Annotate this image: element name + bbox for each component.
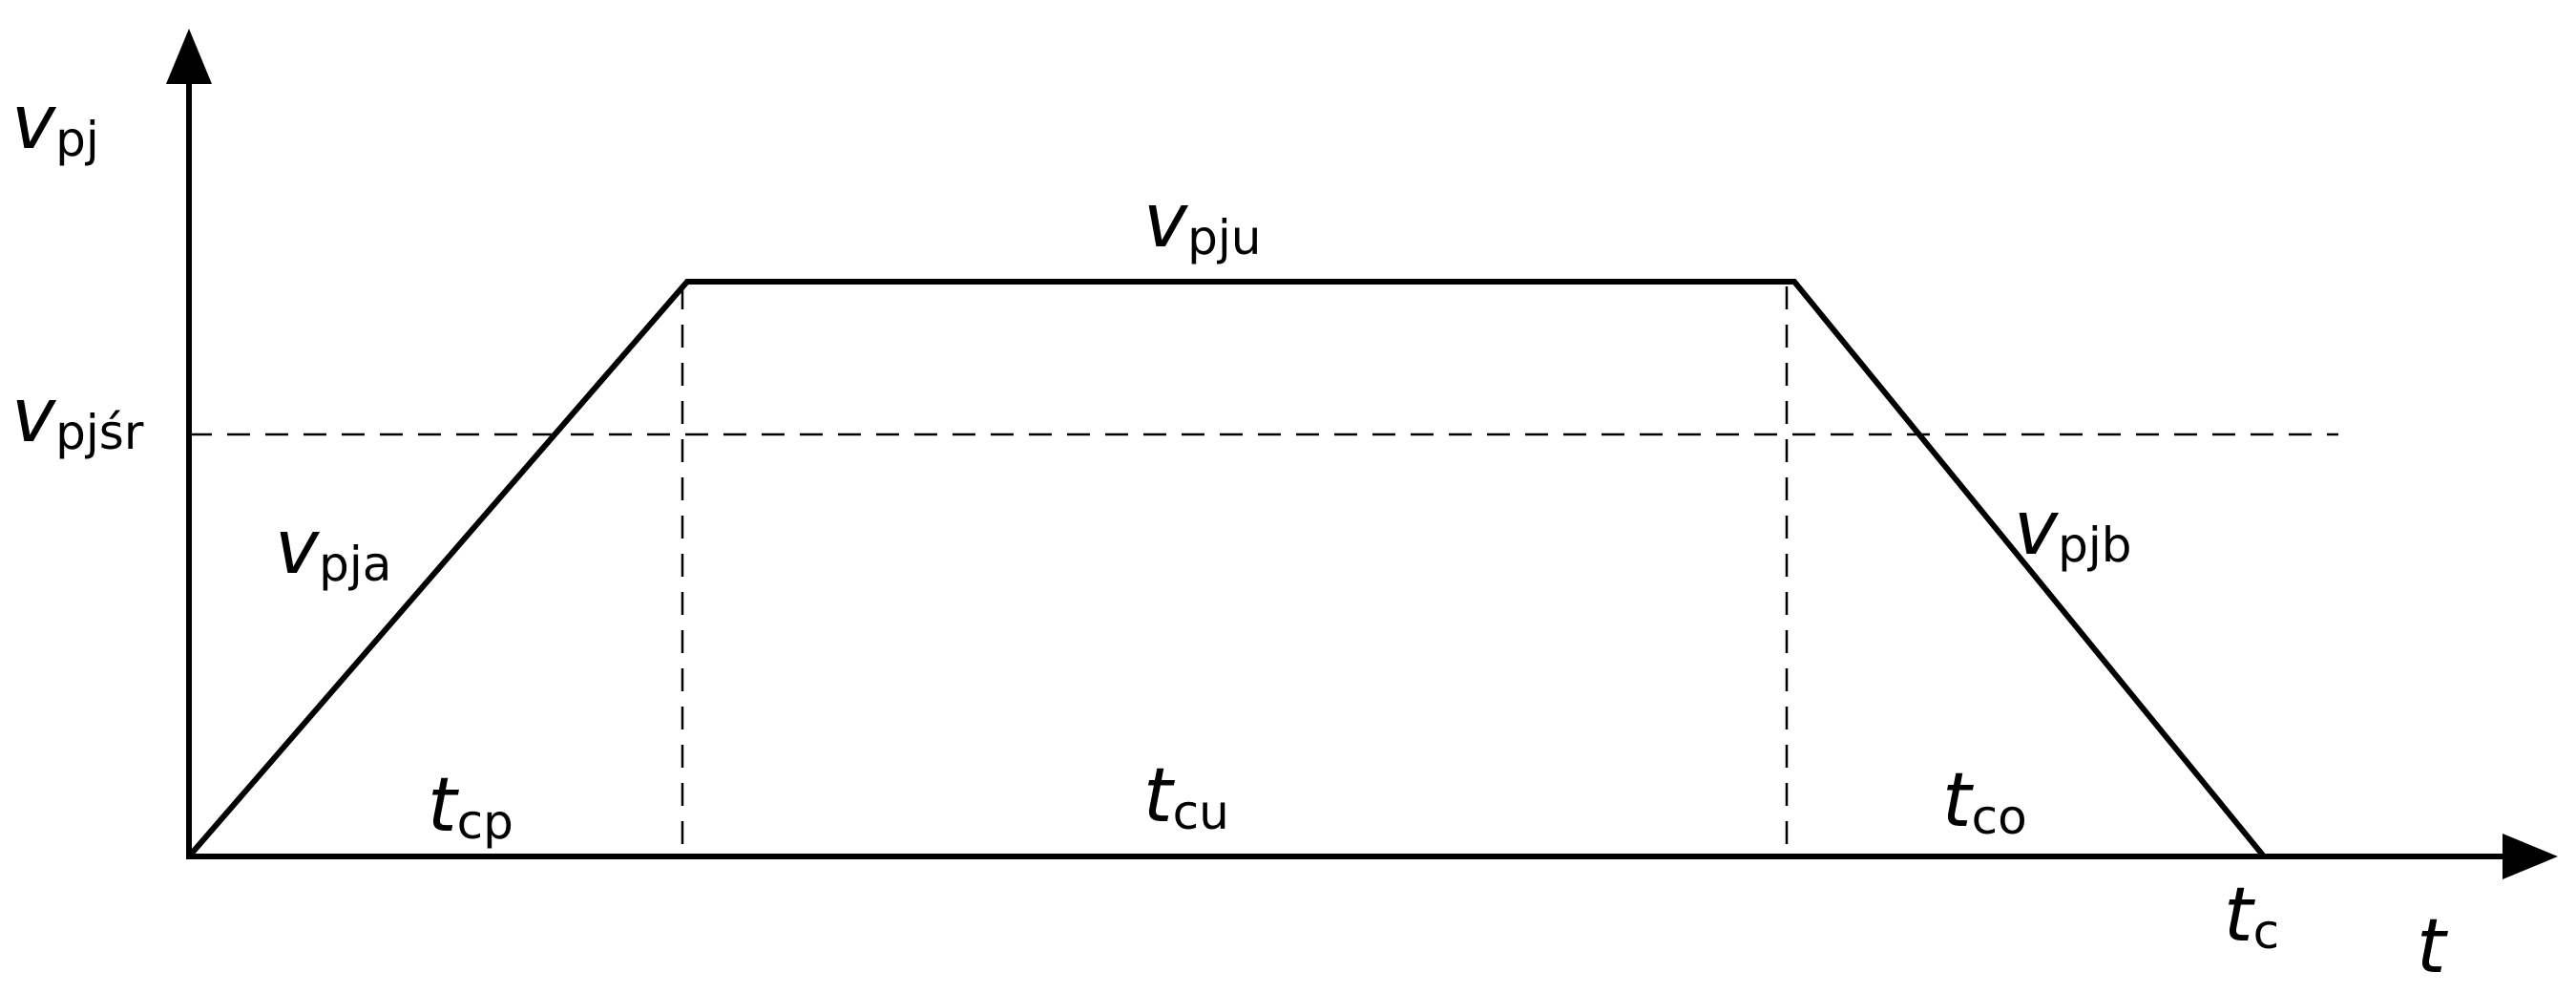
y-axis-label: vpj <box>11 80 99 167</box>
brake-speed-label: vpjb <box>2014 486 2132 573</box>
uniform-speed-label: vpju <box>1143 179 1262 265</box>
y-axis-arrow <box>166 29 212 84</box>
uniform-time-label: tcu <box>1143 753 1229 840</box>
total-time-label: tc <box>2224 873 2279 960</box>
x-axis-arrow <box>2503 834 2558 879</box>
avg-speed-label: vpjśr <box>11 373 144 460</box>
accel-speed-label: vpja <box>275 505 391 592</box>
brake-time-label: tco <box>1942 758 2027 845</box>
x-axis-label: t <box>2417 904 2448 990</box>
speed-profile <box>186 279 2267 858</box>
accel-time-label: tcp <box>428 763 513 850</box>
